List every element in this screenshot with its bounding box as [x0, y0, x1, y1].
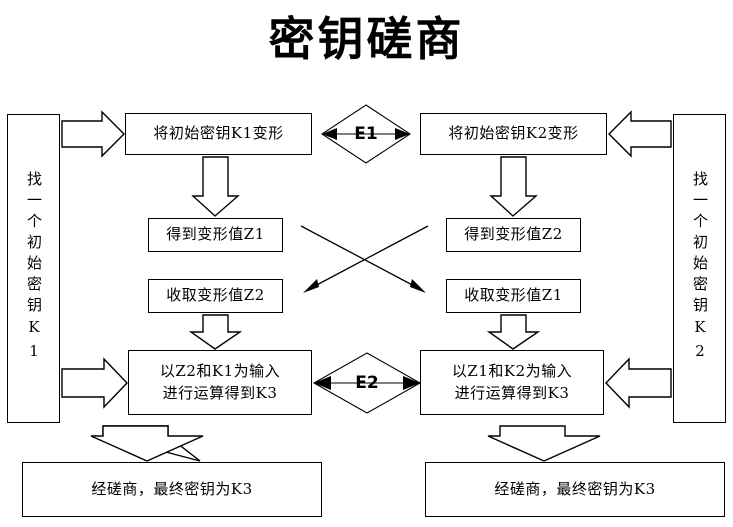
- node-transform-right: 将初始密钥K2变形: [420, 113, 607, 155]
- node-result-right: 经磋商，最终密钥为K3: [425, 462, 725, 517]
- arrow-left-panel-to-compute-left: [61, 357, 128, 409]
- left-source-panel-label: 找一个初始密钥K1: [25, 171, 43, 366]
- arrow-transform-right-to-obtain-right: [489, 156, 538, 217]
- arrow-right-panel-to-compute-right: [605, 357, 672, 409]
- node-transform-left: 将初始密钥K1变形: [125, 113, 312, 155]
- node-obtain-left: 得到变形值Z1: [148, 218, 283, 252]
- page-title: 密钥磋商: [268, 12, 465, 66]
- node-receive-right: 收取变形值Z1: [446, 279, 581, 313]
- connector-obtain-right-to-receive-left: [303, 225, 429, 293]
- node-compute-right: 以Z1和K2为输入 进行运算得到K3: [420, 350, 604, 415]
- node-obtain-right: 得到变形值Z2: [446, 218, 581, 252]
- left-source-panel: 找一个初始密钥K1: [7, 114, 60, 423]
- node-receive-left: 收取变形值Z2: [148, 279, 283, 313]
- right-source-panel: 找一个初始密钥K2: [673, 114, 726, 423]
- right-source-panel-label: 找一个初始密钥K2: [691, 171, 709, 366]
- exchange-diamond-e1: E1: [321, 104, 411, 164]
- arrow-right-panel-to-transform-right: [608, 110, 672, 158]
- arrow-left-panel-to-transform-left: [61, 110, 125, 158]
- exchange-diamond-e2: E2: [312, 352, 422, 414]
- node-compute-left: 以Z2和K1为输入 进行运算得到K3: [128, 350, 312, 415]
- connector-obtain-left-to-receive-right: [300, 225, 426, 293]
- node-result-left: 经磋商，最终密钥为K3: [22, 462, 322, 517]
- arrow-transform-left-to-obtain-left: [191, 156, 240, 217]
- arrow-compute-right-to-result-right: [487, 425, 601, 462]
- arrow-compute-left-to-result-left: [90, 425, 204, 462]
- arrow-receive-left-to-compute-left: [188, 314, 243, 350]
- arrow-receive-right-to-compute-right: [486, 314, 541, 350]
